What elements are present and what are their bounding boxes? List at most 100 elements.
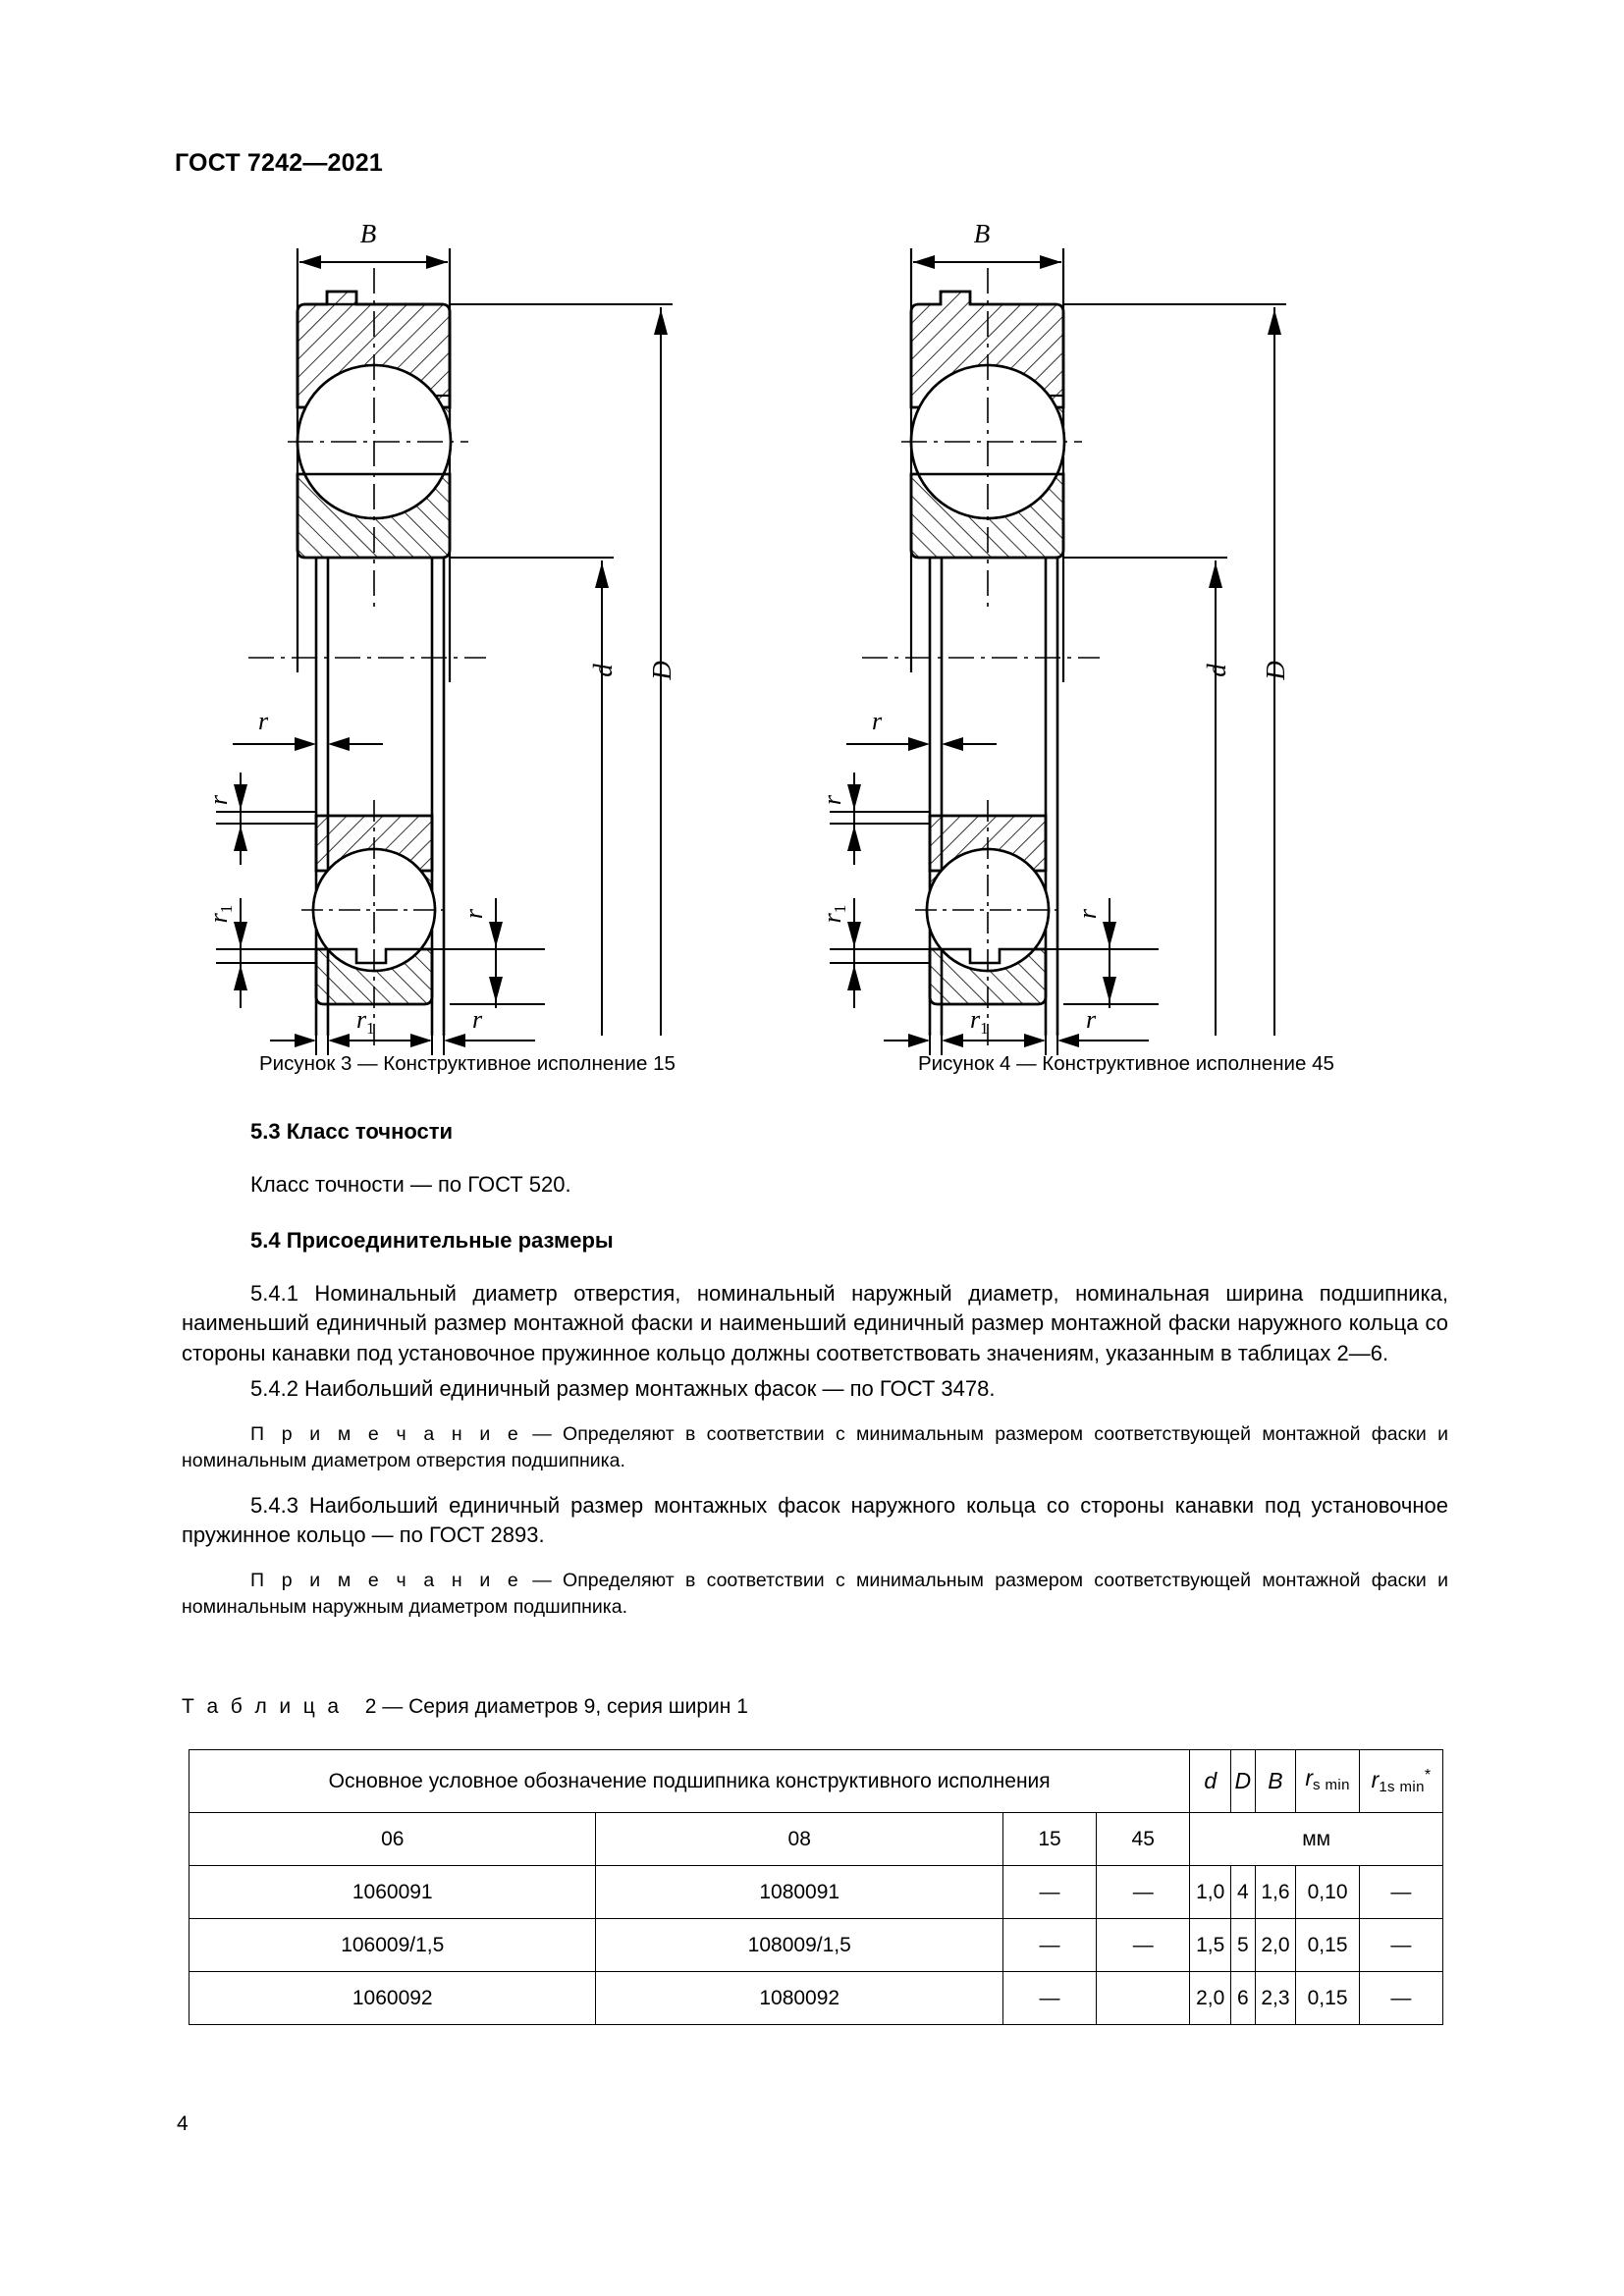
dimension-label-D: D — [647, 661, 677, 681]
dimension-r-right-vertical — [1046, 898, 1159, 1008]
section-5-3-text: Класс точности — по ГОСТ 520. — [250, 1172, 571, 1197]
figures-block: B — [0, 211, 1624, 1075]
dimension-r1-bottom — [884, 1004, 1026, 1055]
cell-B: 2,0 — [1254, 1918, 1297, 1972]
header-col-r1smin: r1s min* — [1358, 1749, 1444, 1813]
cell-rs-min: 0,10 — [1295, 1865, 1360, 1919]
header-col-45: 45 — [1096, 1812, 1191, 1866]
cell-r1s-min: — — [1358, 1865, 1444, 1919]
section-heading-5-4: 5.4 Присоединительные размеры — [250, 1227, 614, 1253]
table-caption-text: 2 — Серия диаметров 9, серия ширин 1 — [364, 1695, 748, 1718]
cell-designation-08: 1080092 — [595, 1971, 1003, 2025]
cell-D: 4 — [1230, 1865, 1256, 1919]
figure-4-caption: Рисунок 4 — Конструктивное исполнение 45 — [918, 1052, 1334, 1075]
dimension-label-D: D — [1261, 661, 1290, 681]
cell-B: 2,3 — [1254, 1971, 1297, 2025]
dimension-label-d: d — [1202, 664, 1231, 677]
section-5-4-2-text: 5.4.2 Наибольший единичный размер монтаж… — [250, 1376, 996, 1401]
cell-designation-45 — [1096, 1971, 1191, 2025]
header-col-15: 15 — [1001, 1812, 1098, 1866]
dimension-label-r1-left: r1 — [204, 905, 236, 924]
inner-ring-assembly — [311, 814, 437, 1006]
table-row: 1060091 1080091 — — 1,0 4 1,6 0,10 — — [188, 1865, 1444, 1919]
dimension-r-bottom — [1000, 1004, 1149, 1055]
dimension-label-B: B — [974, 219, 991, 248]
dimension-r1-vertical — [216, 898, 316, 1008]
table-2-caption: Т а б л и ц а 2 — Серия диаметров 9, сер… — [182, 1695, 748, 1719]
note-2-label: П р и м е ч а н и е — [250, 1569, 521, 1591]
section-5-4-1-text: 5.4.1 Номинальный диаметр отверстия, ном… — [182, 1280, 1448, 1365]
cell-r1s-min: — — [1358, 1918, 1444, 1972]
table-2-dimensions: Основное условное обозначение подшипника… — [188, 1749, 1444, 2025]
body-content: 5.3 Класс точности Класс точности — по Г… — [182, 1119, 1448, 1637]
cell-designation-45: — — [1096, 1918, 1191, 1972]
cell-D: 5 — [1230, 1918, 1256, 1972]
table-head: Основное условное обозначение подшипника… — [188, 1749, 1444, 1866]
note-2-text: — Определяют в соответствии с минимальны… — [182, 1569, 1448, 1618]
table-header-row-2: 06 08 15 45 мм — [188, 1812, 1443, 1866]
section-5-4-3-text: 5.4.3 Наибольший единичный размер монтаж… — [182, 1492, 1448, 1548]
cell-rs-min: 0,15 — [1295, 1971, 1360, 2025]
dimension-label-r1-bottom: r1 — [356, 1005, 375, 1038]
header-col-B: B — [1254, 1749, 1297, 1813]
header-col-d: d — [1189, 1749, 1232, 1813]
header-group-designation: Основное условное обозначение подшипника… — [188, 1749, 1191, 1813]
table-header-row-1: Основное условное обозначение подшипника… — [188, 1749, 1444, 1813]
dimension-label-B: B — [360, 219, 377, 248]
cell-d: 2,0 — [1189, 1971, 1232, 2025]
header-col-rsmin: rs min — [1295, 1749, 1360, 1813]
dimension-label-r-top: r — [872, 707, 883, 735]
header-col-D: D — [1230, 1749, 1256, 1813]
cell-designation-06: 1060092 — [188, 1971, 597, 2025]
note-1-label: П р и м е ч а н и е — [250, 1422, 521, 1445]
table-body: 1060091 1080091 — — 1,0 4 1,6 0,10 — 106… — [188, 1865, 1444, 2025]
dimension-label-r-right: r — [1073, 908, 1102, 919]
dimension-label-r-right: r — [460, 908, 488, 919]
cell-designation-06: 1060091 — [188, 1865, 597, 1919]
page-header-standard-id: ГОСТ 7242—2021 — [175, 149, 383, 177]
symbol-rs-min: rs min — [1305, 1764, 1350, 1793]
dimension-label-r-bottom: r — [472, 1005, 483, 1034]
cell-designation-15: — — [1001, 1918, 1098, 1972]
header-units-mm: мм — [1189, 1812, 1443, 1866]
dimension-D-d — [450, 303, 673, 1036]
dimension-r-vertical — [830, 773, 930, 865]
figure-3-caption: Рисунок 3 — Конструктивное исполнение 15 — [259, 1052, 676, 1075]
dimension-r-left — [233, 737, 383, 751]
cell-designation-08: 1080091 — [595, 1865, 1003, 1919]
symbol-d: d — [1204, 1767, 1218, 1793]
dimension-r-right-vertical — [432, 898, 545, 1008]
cell-rs-min: 0,15 — [1295, 1918, 1360, 1972]
cell-designation-45: — — [1096, 1865, 1191, 1919]
table-row: 1060092 1080092 — 2,0 6 2,3 0,15 — — [188, 1971, 1444, 2025]
dimension-label-r-bottom: r — [1086, 1005, 1097, 1034]
cell-B: 1,6 — [1254, 1865, 1297, 1919]
header-col-08: 08 — [595, 1812, 1003, 1866]
dimension-r-vertical — [216, 773, 316, 865]
dimension-label-d: d — [588, 664, 618, 677]
cell-r1s-min: — — [1358, 1971, 1444, 2025]
ball-centerline — [288, 268, 468, 614]
cell-D: 6 — [1230, 1971, 1256, 2025]
figure-3-drawing: B — [204, 211, 898, 1075]
cell-d: 1,0 — [1189, 1865, 1232, 1919]
dimension-label-r-left: r — [204, 794, 233, 805]
page-number: 4 — [177, 2112, 189, 2135]
cell-designation-06: 106009/1,5 — [188, 1918, 597, 1972]
cell-designation-15: — — [1001, 1971, 1098, 2025]
dimension-r1-bottom — [270, 1004, 412, 1055]
cell-d: 1,5 — [1189, 1918, 1232, 1972]
dimension-r1-vertical — [830, 898, 930, 1008]
dimension-label-r-top: r — [258, 707, 269, 735]
dimension-D-d — [1063, 303, 1286, 1036]
cell-designation-08: 108009/1,5 — [595, 1918, 1003, 1972]
note-1-text: — Определяют в соответствии с минимальны… — [182, 1422, 1448, 1471]
note-1: П р и м е ч а н и е — Определяют в соотв… — [182, 1421, 1448, 1474]
symbol-B: B — [1268, 1767, 1283, 1793]
figure-4-drawing: B — [818, 211, 1512, 1075]
table-row: 106009/1,5 108009/1,5 — — 1,5 5 2,0 0,15… — [188, 1918, 1444, 1972]
dimension-label-r-left: r — [818, 794, 846, 805]
dimension-r-left — [846, 737, 997, 751]
symbol-r1s-min: r1s min* — [1371, 1766, 1432, 1795]
